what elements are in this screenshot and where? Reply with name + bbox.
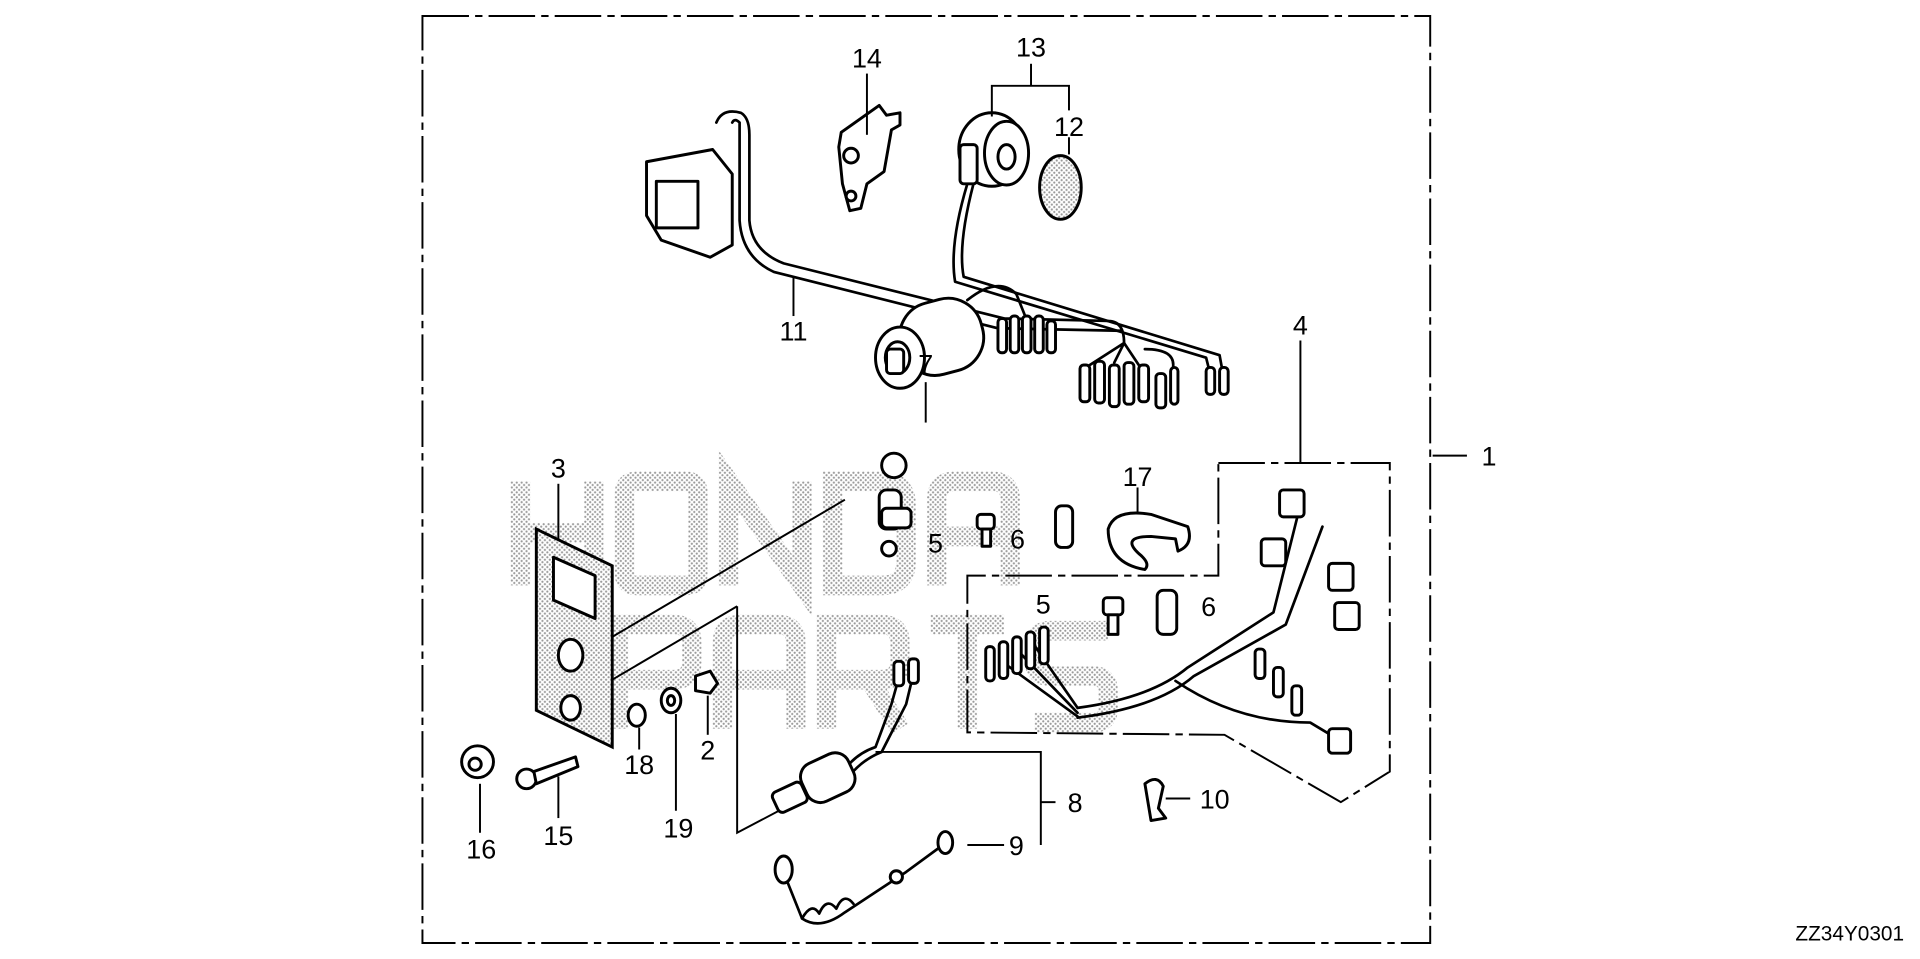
callout-15: 15 xyxy=(543,821,573,851)
callout-1: 1 xyxy=(1481,441,1496,471)
part-7-ignition-switch xyxy=(874,284,1057,558)
callout-11: 11 xyxy=(779,317,807,347)
part-17-clamp xyxy=(1106,511,1191,571)
callout-10: 10 xyxy=(1200,784,1230,814)
part-2-nut xyxy=(694,669,720,695)
key xyxy=(877,451,913,558)
leader-panel-7 xyxy=(611,498,846,638)
part-5-bolt-lower xyxy=(1101,596,1125,636)
part-19-washer xyxy=(659,686,683,715)
leader-panel-8b xyxy=(736,606,785,835)
callout-5-upper: 5 xyxy=(928,528,943,558)
drawing-code: ZZ34Y0301 xyxy=(1795,923,1904,946)
callout-6-upper: 6 xyxy=(1010,525,1025,555)
leader-panel-8 xyxy=(611,605,738,681)
callout-5-lower: 5 xyxy=(1036,590,1051,620)
callout-4: 4 xyxy=(1293,310,1308,340)
callout-7: 7 xyxy=(918,350,933,380)
part-5-bolt-upper xyxy=(975,512,996,548)
part-11-switch-harness xyxy=(645,110,1180,410)
connector-bundle xyxy=(1078,341,1180,410)
callout-19: 19 xyxy=(663,814,693,844)
callout-16: 16 xyxy=(466,834,496,864)
callout-8: 8 xyxy=(1068,788,1083,818)
part-18-washer xyxy=(626,702,647,728)
assembly-boundary xyxy=(421,15,1432,944)
callout-9: 9 xyxy=(1009,831,1024,861)
callout-17: 17 xyxy=(1123,462,1153,492)
callout-12: 12 xyxy=(1054,112,1084,142)
callout-18: 18 xyxy=(624,750,654,780)
callout-2: 2 xyxy=(700,735,715,765)
part-6-collar-lower xyxy=(1155,588,1179,636)
part-16-nut xyxy=(460,744,495,780)
part-13-buzzer xyxy=(952,111,1230,396)
part-6-collar-upper xyxy=(1054,504,1075,549)
part-10-clip xyxy=(1143,778,1168,822)
callout-14: 14 xyxy=(852,43,882,73)
callout-6-lower: 6 xyxy=(1201,592,1216,622)
part-3-panel xyxy=(534,526,614,750)
part-15-bolt xyxy=(515,755,580,791)
subassembly-4-boundary xyxy=(966,461,1391,804)
leader-8 xyxy=(875,750,1042,846)
callout-13: 13 xyxy=(1016,32,1046,62)
part-4-main-harness xyxy=(984,488,1361,755)
part-14-bracket xyxy=(837,103,902,213)
part-12-buzzer-grille xyxy=(1038,154,1083,221)
callout-3: 3 xyxy=(551,454,566,484)
part-9-lanyard xyxy=(773,830,955,925)
